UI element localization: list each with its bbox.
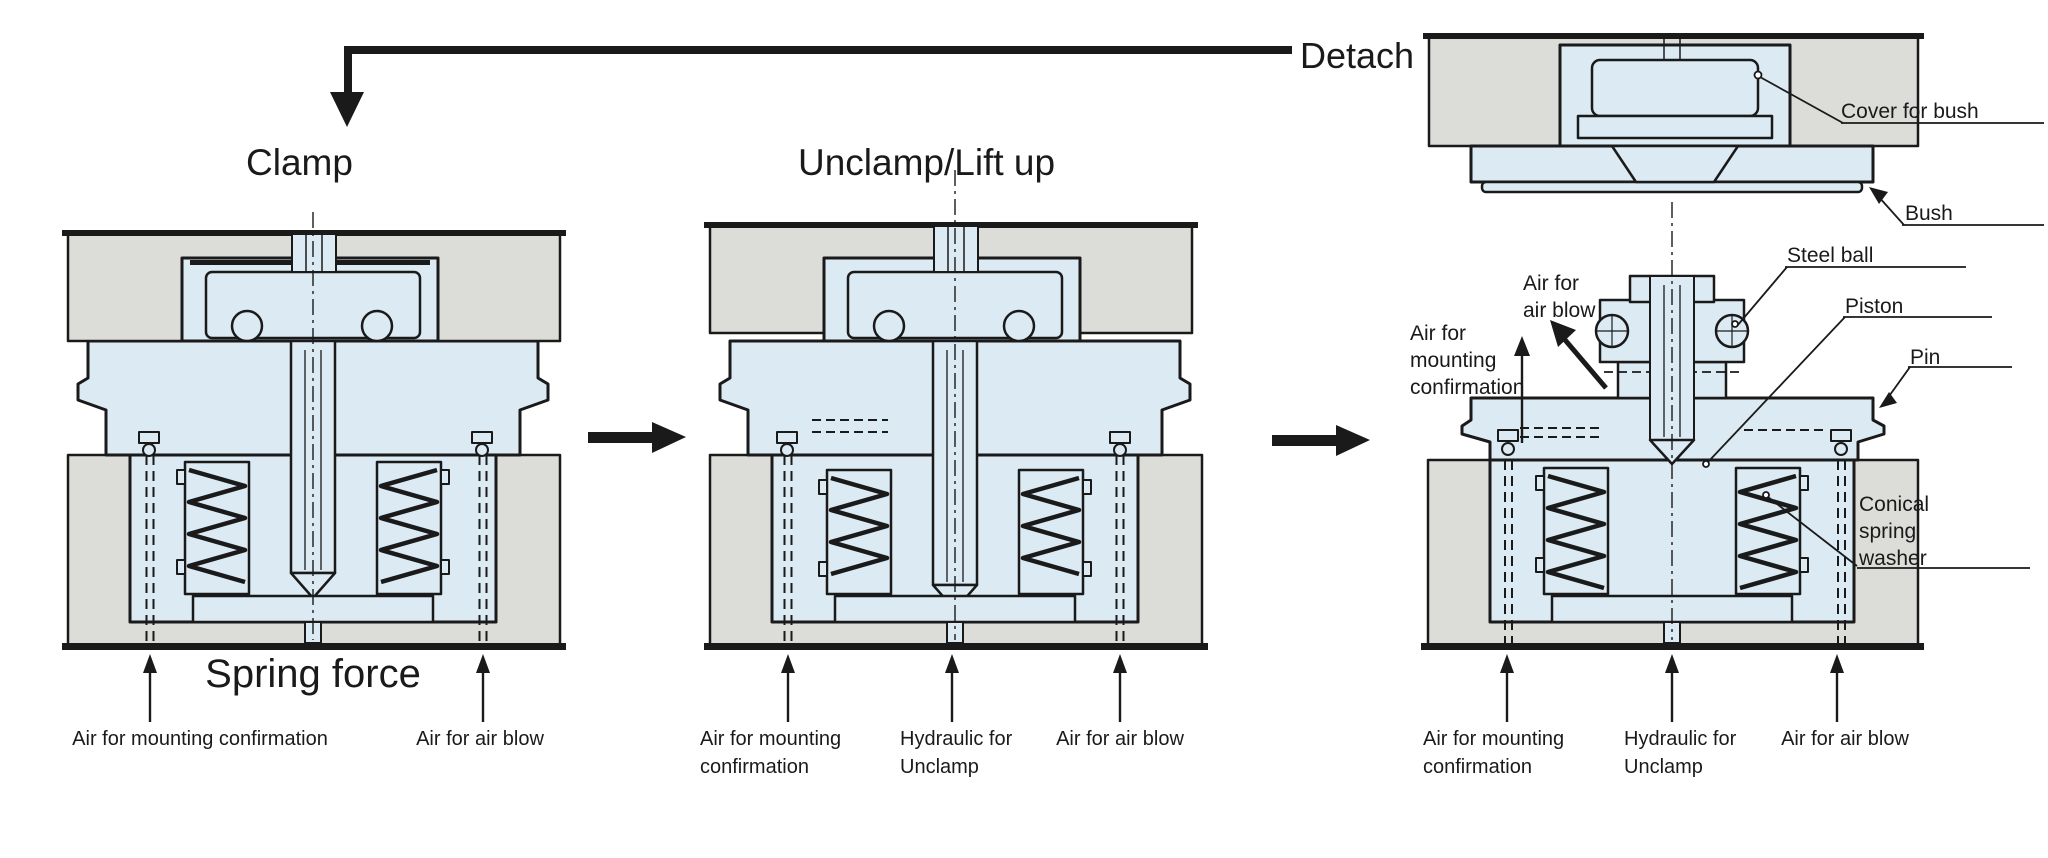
stage3-port1-label-line2: confirmation <box>1423 756 1532 778</box>
piston-label: Piston <box>1845 295 1904 318</box>
stage3-port2-label-line1: Hydraulic for <box>1624 728 1737 750</box>
stage1-title: Clamp <box>246 142 353 183</box>
stage1-port2-label: Air for air blow <box>416 728 544 750</box>
stage2-port2-label-line1: Hydraulic for <box>900 728 1013 750</box>
air-blow-arrow-icon <box>1550 320 1608 390</box>
pallet-bush-diagram <box>1423 33 1924 194</box>
air-blow-side-label-line1: Air for <box>1523 272 1580 295</box>
stage2-port1-label-line2: confirmation <box>700 756 809 778</box>
port-arrows <box>143 654 1844 722</box>
stage2-title: Unclamp/Lift up <box>798 142 1056 183</box>
detached-pin-diagram <box>1421 202 1924 650</box>
up-arrow-icon <box>945 654 959 722</box>
pin-label: Pin <box>1910 346 1941 369</box>
mounting-side-label-line1: Air for <box>1410 322 1467 345</box>
conical-spring-washer-label-line3: washer <box>1859 547 1927 570</box>
mounting-side-label-line2: mounting <box>1410 349 1497 372</box>
up-arrow-icon <box>1500 654 1514 722</box>
stage2-port1-label-line1: Air for mounting <box>700 728 842 750</box>
stage1-port1-label: Air for mounting confirmation <box>72 728 328 750</box>
annotation-leaders <box>1702 70 2044 569</box>
up-arrow-icon <box>1665 654 1679 722</box>
transition-arrow-2-icon <box>1272 425 1370 456</box>
spring-force-label: Spring force <box>205 652 421 696</box>
conical-spring-washer-label-line2: spring <box>1859 520 1917 543</box>
unclamp-diagram <box>704 170 1208 650</box>
stage2-port3-label: Air for air blow <box>1056 728 1184 750</box>
stage3-port2-label-line2: Unclamp <box>1624 756 1703 778</box>
up-arrow-icon <box>1113 654 1127 722</box>
cover-for-bush-label: Cover for bush <box>1841 100 1979 123</box>
bush-label: Bush <box>1905 202 1953 225</box>
detach-label: Detach <box>1300 35 1415 76</box>
clamp-diagram <box>62 212 566 650</box>
transition-arrow-1-icon <box>588 422 686 453</box>
up-arrow-icon <box>1830 654 1844 722</box>
stage2-port2-label-line2: Unclamp <box>900 756 979 778</box>
stage3-port3-label: Air for air blow <box>1781 728 1909 750</box>
up-arrow-icon <box>781 654 795 722</box>
up-arrow-icon <box>143 654 157 722</box>
conical-spring-washer-label-line1: Conical <box>1859 493 1930 516</box>
air-blow-side-label-line2: air blow <box>1523 299 1596 322</box>
detach-flow-arrow-icon <box>330 46 1292 127</box>
mounting-side-label-line3: confirmation <box>1410 376 1525 399</box>
steel-ball-label: Steel ball <box>1787 244 1874 267</box>
up-arrow-icon <box>476 654 490 722</box>
mounting-confirmation-arrow-icon <box>1514 336 1530 443</box>
stage3-port1-label-line1: Air for mounting <box>1423 728 1565 750</box>
